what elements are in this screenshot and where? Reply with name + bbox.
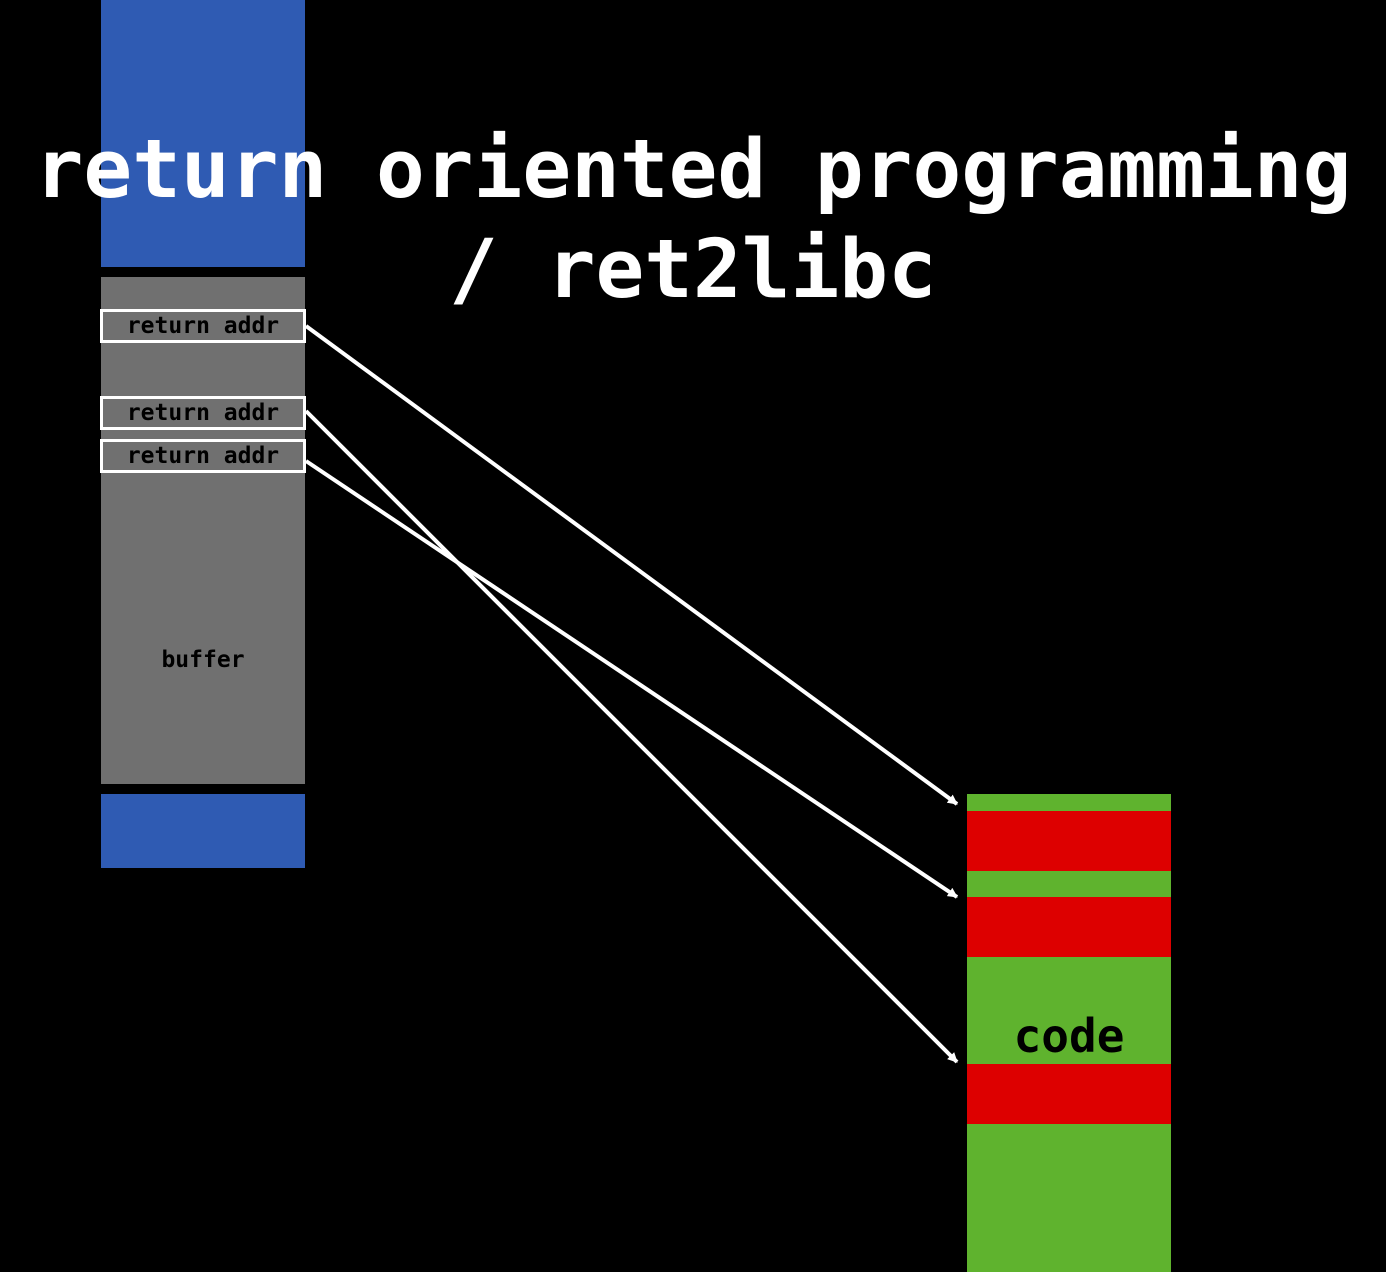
arrow-slot2-to-gadget3	[304, 409, 959, 1064]
diagram-title: return oriented programming / ret2libc	[0, 120, 1386, 320]
code-label: code	[1013, 1009, 1125, 1063]
code-segment	[967, 794, 1171, 1272]
gadget-segment-3	[967, 1064, 1171, 1124]
title-line-2: / ret2libc	[449, 223, 937, 317]
gadget-segment-1	[967, 811, 1171, 871]
title-line-1: return oriented programming	[34, 123, 1352, 217]
stack-lower-region	[101, 794, 305, 868]
code-region	[967, 794, 1171, 1272]
buffer-label: buffer	[161, 647, 245, 673]
stack-frame	[101, 277, 305, 784]
arrow-slot1-to-gadget1	[304, 324, 959, 806]
return-addr-slot-2: return addr	[100, 396, 306, 430]
return-addr-slot-3: return addr	[100, 439, 306, 473]
stack-upper-region	[101, 0, 305, 267]
gadget-segment-2	[967, 897, 1171, 957]
return-addr-slot-1: return addr	[100, 309, 306, 343]
arrow-slot3-to-gadget2	[304, 459, 959, 899]
